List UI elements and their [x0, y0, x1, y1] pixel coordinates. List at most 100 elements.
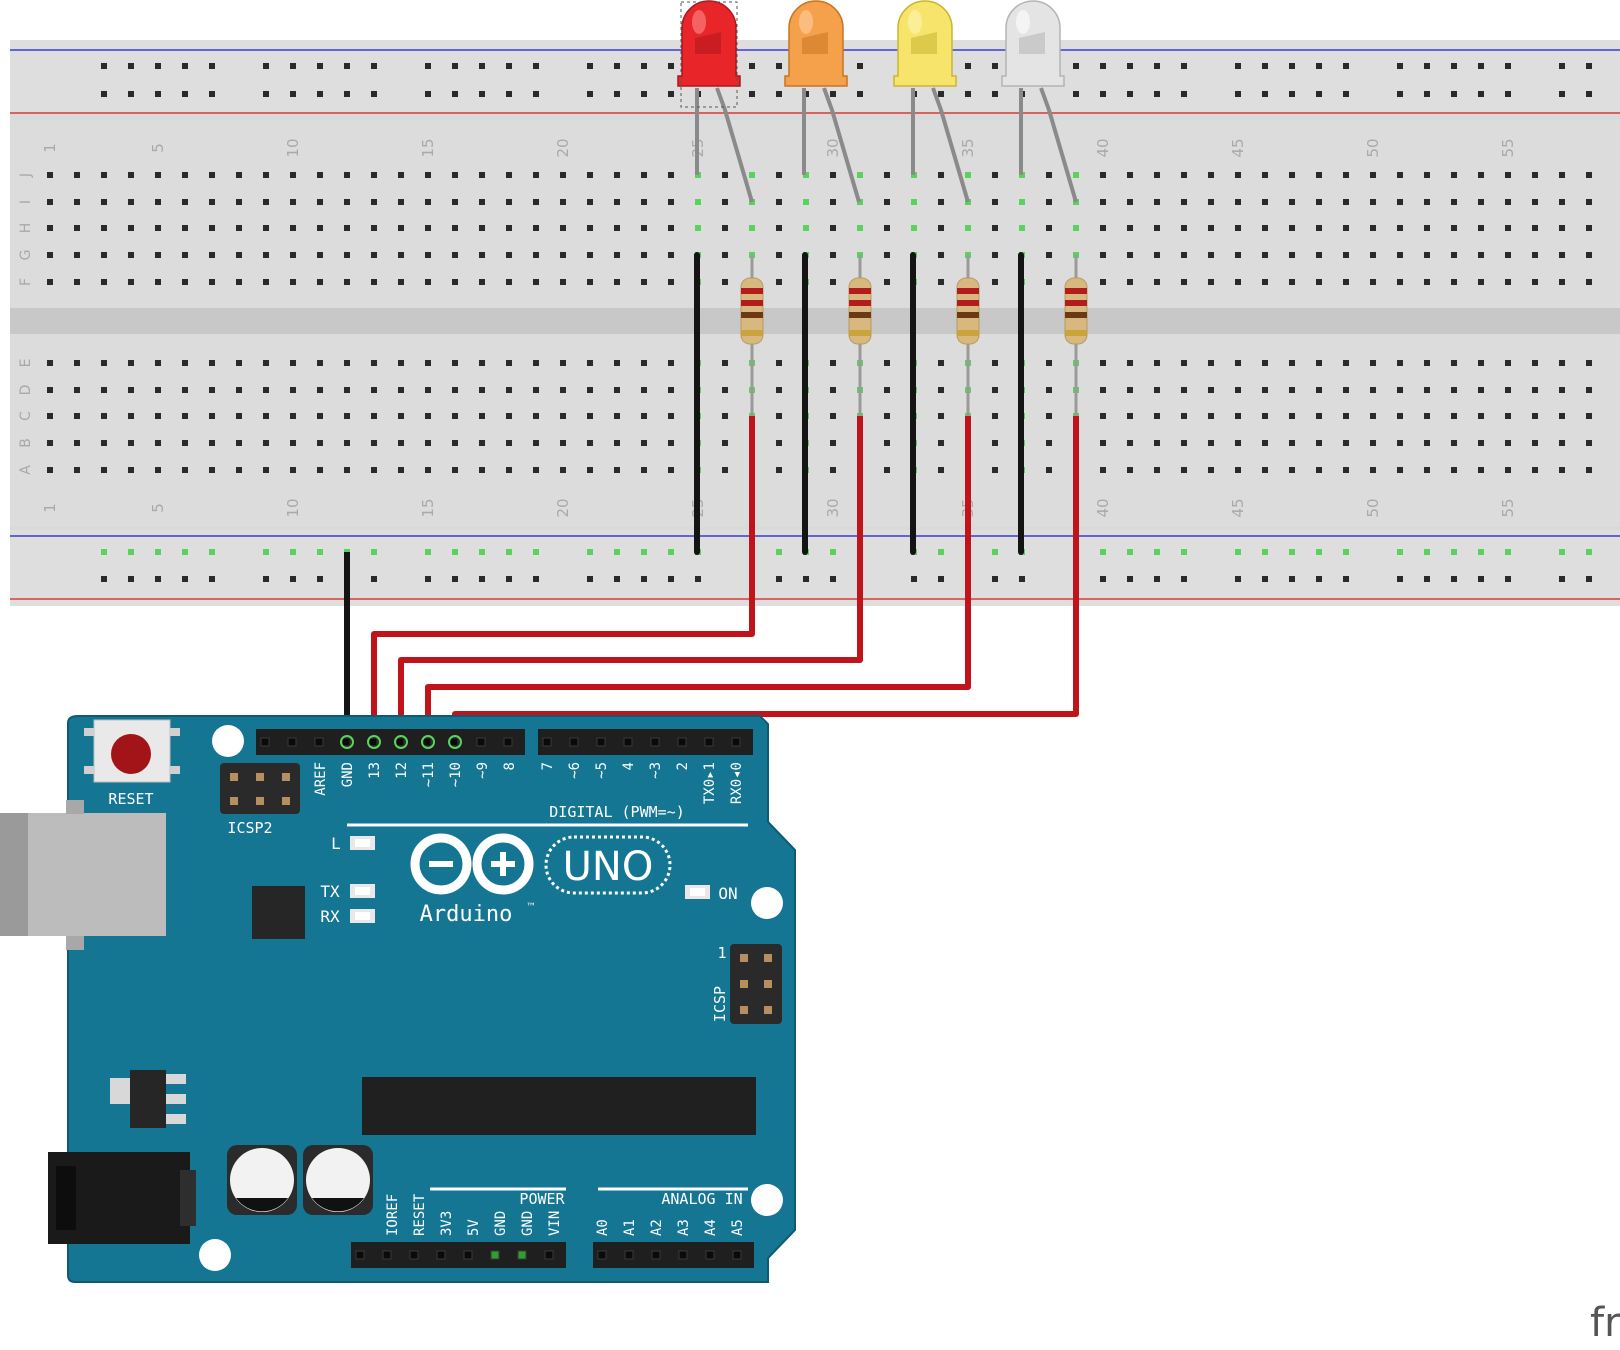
- breadboard-hole[interactable]: [641, 387, 647, 393]
- breadboard-hole[interactable]: [1235, 172, 1241, 178]
- breadboard-hole[interactable]: [533, 467, 539, 473]
- breadboard-hole[interactable]: [1478, 199, 1484, 205]
- breadboard-hole[interactable]: [344, 252, 350, 258]
- rail-hole[interactable]: [614, 576, 620, 582]
- breadboard-hole[interactable]: [74, 467, 80, 473]
- breadboard-hole[interactable]: [1559, 252, 1565, 258]
- breadboard-hole[interactable]: [47, 225, 53, 231]
- breadboard-hole[interactable]: [506, 279, 512, 285]
- breadboard-hole[interactable]: [155, 199, 161, 205]
- header-pin[interactable]: [678, 1250, 688, 1260]
- breadboard-hole[interactable]: [1181, 360, 1187, 366]
- breadboard-hole[interactable]: [722, 387, 728, 393]
- breadboard-hole[interactable]: [1289, 360, 1295, 366]
- breadboard-hole[interactable]: [101, 252, 107, 258]
- led-orange[interactable]: [784, 0, 861, 203]
- breadboard-hole[interactable]: [1181, 413, 1187, 419]
- breadboard-hole[interactable]: [614, 252, 620, 258]
- breadboard-hole[interactable]: [317, 199, 323, 205]
- resistor[interactable]: [956, 255, 980, 416]
- breadboard-hole[interactable]: [1046, 199, 1052, 205]
- breadboard-hole[interactable]: [1343, 199, 1349, 205]
- breadboard-hole[interactable]: [1559, 413, 1565, 419]
- header-pin[interactable]: [409, 1250, 419, 1260]
- rail-hole[interactable]: [1181, 549, 1187, 555]
- breadboard-hole[interactable]: [1208, 279, 1214, 285]
- breadboard-hole[interactable]: [236, 279, 242, 285]
- rail-hole[interactable]: [911, 576, 917, 582]
- rail-hole[interactable]: [371, 549, 377, 555]
- breadboard-hole[interactable]: [1424, 172, 1430, 178]
- breadboard-hole[interactable]: [1397, 172, 1403, 178]
- breadboard-hole[interactable]: [209, 413, 215, 419]
- rail-hole[interactable]: [1127, 549, 1133, 555]
- breadboard-hole[interactable]: [290, 225, 296, 231]
- breadboard-hole[interactable]: [1019, 199, 1025, 205]
- breadboard-hole[interactable]: [587, 225, 593, 231]
- rail-hole[interactable]: [1235, 549, 1241, 555]
- breadboard-hole[interactable]: [1424, 199, 1430, 205]
- breadboard-hole[interactable]: [47, 279, 53, 285]
- breadboard-hole[interactable]: [290, 440, 296, 446]
- breadboard-hole[interactable]: [992, 199, 998, 205]
- breadboard-hole[interactable]: [1154, 467, 1160, 473]
- breadboard-hole[interactable]: [182, 225, 188, 231]
- rail-hole[interactable]: [1451, 549, 1457, 555]
- breadboard-hole[interactable]: [776, 387, 782, 393]
- breadboard-hole[interactable]: [101, 360, 107, 366]
- breadboard-hole[interactable]: [344, 413, 350, 419]
- breadboard-hole[interactable]: [74, 225, 80, 231]
- breadboard-hole[interactable]: [1370, 440, 1376, 446]
- breadboard-hole[interactable]: [1559, 172, 1565, 178]
- breadboard-hole[interactable]: [452, 225, 458, 231]
- rail-hole[interactable]: [776, 549, 782, 555]
- breadboard-hole[interactable]: [506, 387, 512, 393]
- rail-hole[interactable]: [290, 549, 296, 555]
- breadboard-hole[interactable]: [101, 199, 107, 205]
- breadboard-hole[interactable]: [1451, 467, 1457, 473]
- resistor[interactable]: [1064, 255, 1088, 416]
- breadboard-hole[interactable]: [425, 467, 431, 473]
- breadboard-hole[interactable]: [992, 387, 998, 393]
- breadboard-hole[interactable]: [668, 252, 674, 258]
- breadboard-hole[interactable]: [1289, 199, 1295, 205]
- led-white[interactable]: [1001, 0, 1078, 203]
- breadboard-hole[interactable]: [371, 440, 377, 446]
- breadboard-hole[interactable]: [1586, 279, 1592, 285]
- breadboard-hole[interactable]: [1289, 225, 1295, 231]
- breadboard-hole[interactable]: [1289, 387, 1295, 393]
- breadboard-hole[interactable]: [1154, 387, 1160, 393]
- breadboard-hole[interactable]: [236, 172, 242, 178]
- breadboard-hole[interactable]: [1262, 440, 1268, 446]
- rail-hole[interactable]: [263, 576, 269, 582]
- rail-hole[interactable]: [776, 91, 782, 97]
- rail-hole[interactable]: [1397, 549, 1403, 555]
- breadboard-hole[interactable]: [776, 279, 782, 285]
- breadboard-hole[interactable]: [1100, 172, 1106, 178]
- breadboard-hole[interactable]: [830, 172, 836, 178]
- breadboard-hole[interactable]: [1451, 279, 1457, 285]
- breadboard-hole[interactable]: [479, 440, 485, 446]
- breadboard-hole[interactable]: [1505, 225, 1511, 231]
- breadboard-hole[interactable]: [776, 467, 782, 473]
- breadboard-hole[interactable]: [344, 279, 350, 285]
- rail-hole[interactable]: [1127, 63, 1133, 69]
- rail-hole[interactable]: [1181, 576, 1187, 582]
- rail-hole[interactable]: [1127, 91, 1133, 97]
- breadboard-hole[interactable]: [1154, 172, 1160, 178]
- breadboard-hole[interactable]: [722, 225, 728, 231]
- breadboard-hole[interactable]: [155, 225, 161, 231]
- breadboard-hole[interactable]: [560, 279, 566, 285]
- breadboard-hole[interactable]: [1127, 440, 1133, 446]
- breadboard-hole[interactable]: [1100, 279, 1106, 285]
- breadboard-hole[interactable]: [506, 440, 512, 446]
- breadboard-hole[interactable]: [236, 252, 242, 258]
- rail-hole[interactable]: [1424, 63, 1430, 69]
- breadboard-hole[interactable]: [992, 279, 998, 285]
- wire-pin13-red-led[interactable]: [371, 416, 755, 742]
- breadboard-hole[interactable]: [1424, 467, 1430, 473]
- rail-hole[interactable]: [938, 576, 944, 582]
- breadboard-hole[interactable]: [830, 225, 836, 231]
- breadboard-hole[interactable]: [1127, 467, 1133, 473]
- breadboard-hole[interactable]: [884, 172, 890, 178]
